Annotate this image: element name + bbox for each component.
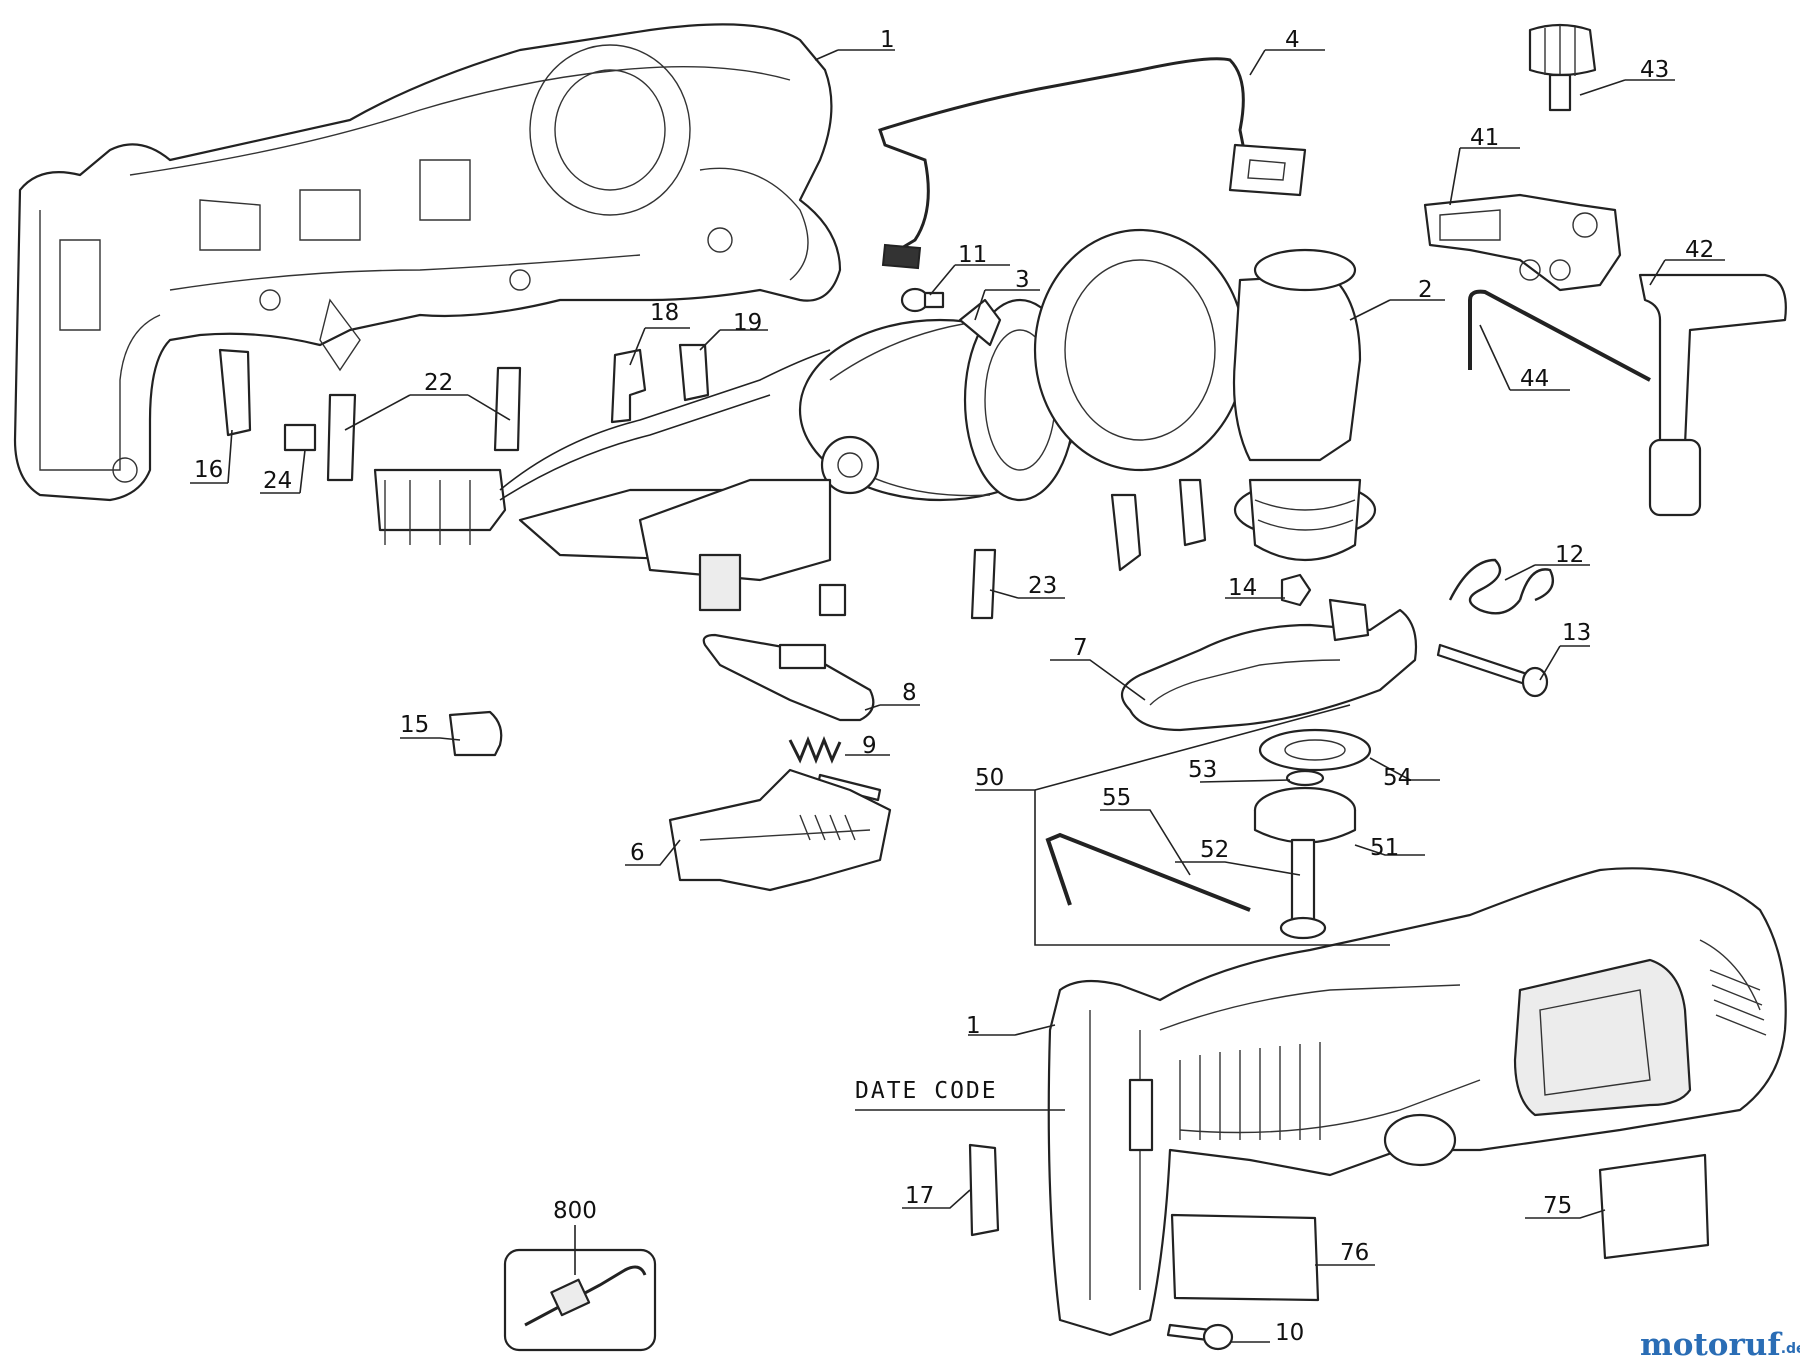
l-rod-part (1638, 273, 1787, 517)
hex-key-part-55 (1045, 832, 1251, 912)
clip-part-19 (678, 343, 710, 402)
bolt-part-52 (1279, 838, 1327, 940)
leader-lines (190, 49, 1725, 1343)
part-label-54: 54 (1383, 765, 1412, 791)
kit-part-800 (503, 1248, 657, 1352)
part-label-13: 13 (1562, 620, 1591, 646)
label-sheet-76 (1170, 1213, 1320, 1302)
watermark-main: motoruf (1640, 1327, 1782, 1363)
part-label-17: 17 (905, 1183, 934, 1209)
part-label-1-bottom: 1 (966, 1013, 981, 1039)
housing-half-left (13, 23, 842, 502)
part-label-3: 3 (1015, 267, 1030, 293)
nut-part (1280, 573, 1312, 607)
part-label-42: 42 (1685, 237, 1714, 263)
part-label-1-top: 1 (880, 27, 895, 53)
part-label-22: 22 (424, 370, 453, 396)
part-label-50: 50 (975, 765, 1004, 791)
part-label-14: 14 (1228, 575, 1257, 601)
spring-part (1448, 558, 1555, 615)
part-label-800: 800 (553, 1198, 597, 1224)
part-label-24: 24 (263, 468, 292, 494)
flange-part-51 (1253, 786, 1357, 844)
spring-part-9 (788, 735, 842, 765)
label-sheet-75 (1598, 1153, 1710, 1260)
part-label-44: 44 (1520, 366, 1549, 392)
part-label-76: 76 (1340, 1240, 1369, 1266)
part-label-53: 53 (1188, 757, 1217, 783)
part-label-55: 55 (1102, 785, 1131, 811)
clip-part-18 (610, 348, 647, 424)
knob-part (1528, 23, 1597, 112)
watermark-logo: motoruf.de (1640, 1327, 1800, 1363)
paddle-part (668, 768, 892, 892)
lever-part (702, 633, 875, 722)
watermark-suffix: .de (1781, 1341, 1800, 1357)
part-label-16: 16 (194, 457, 223, 483)
wire-part (878, 57, 1307, 270)
bracket-part (1423, 193, 1622, 292)
part-label-18: 18 (650, 300, 679, 326)
gear-housing (1033, 228, 1377, 561)
bolt-part (1436, 643, 1549, 698)
screw-part-11 (900, 287, 945, 313)
part-label-52: 52 (1200, 837, 1229, 863)
clip-pair-parts (1110, 478, 1207, 572)
part-label-23: 23 (1028, 573, 1057, 599)
plate-part (1120, 598, 1418, 732)
hex-key-part (1468, 289, 1651, 382)
strip-part-23 (970, 548, 997, 620)
part-label-11: 11 (958, 242, 987, 268)
part-label-41: 41 (1470, 125, 1499, 151)
part-label-9: 9 (862, 733, 877, 759)
clip-part-16 (218, 348, 252, 437)
part-label-2: 2 (1418, 277, 1433, 303)
switch-electronics-assembly (373, 349, 832, 612)
part-label-6: 6 (630, 840, 645, 866)
small-block-part (818, 583, 847, 617)
part-label-8: 8 (902, 680, 917, 706)
part-label-15: 15 (400, 712, 429, 738)
clip-part-17 (968, 1143, 1000, 1237)
washer-part-53 (1285, 769, 1325, 787)
date-code-label: DATE CODE (855, 1078, 998, 1104)
housing-half-right (1047, 867, 1787, 1337)
part-label-4: 4 (1285, 27, 1300, 53)
motor-assembly (798, 298, 1082, 502)
part-label-75: 75 (1543, 1193, 1572, 1219)
part-label-7: 7 (1073, 635, 1088, 661)
part-label-12: 12 (1555, 542, 1584, 568)
part-label-51: 51 (1370, 835, 1399, 861)
strip-part-22 (326, 366, 522, 482)
block-part-24 (283, 423, 317, 452)
svg-text:motoruf.de: motoruf.de (1640, 1327, 1800, 1363)
screw-part-10 (1166, 1323, 1234, 1351)
part-label-10: 10 (1275, 1320, 1304, 1346)
part-label-19: 19 (733, 310, 762, 336)
cap-part (448, 710, 503, 757)
washer-part-54 (1258, 728, 1372, 772)
part-label-43: 43 (1640, 57, 1669, 83)
